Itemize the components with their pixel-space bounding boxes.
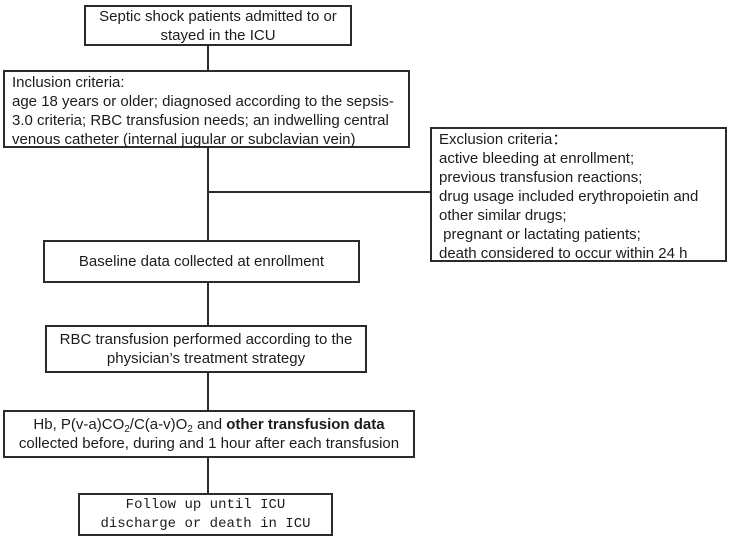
flow-node-text: previous transfusion reactions; [439,169,643,186]
flow-node-text: venous catheter (internal jugular or sub… [12,131,356,148]
connector-hb-to-followup [207,457,209,494]
flow-node-text: stayed in the ICU [160,26,276,44]
flow-node-text: collected before, during and 1 hour afte… [18,435,400,452]
flow-node-text-formula-line: Hb, P(v-a)CO2/C(a-v)O2 and other transfu… [33,415,385,435]
flow-node-text: 3.0 criteria; RBC transfusion needs; an … [12,112,389,129]
connector-inclusion-to-baseline [207,147,209,240]
flow-node-text: Exclusion criteria： [439,131,568,148]
formula-subscript: 2 [187,424,193,435]
flow-node-text: physician’s treatment strategy [106,350,306,367]
flow-node-text: death considered to occur within 24 h [439,245,688,262]
flow-node-text: Inclusion criteria: [12,74,125,91]
formula-segment: /C(a-v)O [129,416,188,433]
connector-baseline-to-rbc [207,282,209,326]
connector-rbc-to-hb [207,372,209,411]
flow-node-text: RBC transfusion performed according to t… [59,331,353,348]
formula-subscript: 2 [124,424,130,435]
connector-top-to-inclusion [207,45,209,71]
flow-node-text: Follow up until ICU [125,496,286,513]
flow-node-text: drug usage included erythropoietin and [439,188,699,205]
flow-node-transfusion-data-collection: Hb, P(v-a)CO2/C(a-v)O2 and other transfu… [3,410,415,458]
flow-node-baseline-data: Baseline data collected at enrollment [43,240,360,283]
flow-node-septic-shock-patients: Septic shock patients admitted to or sta… [84,5,352,46]
flow-node-text: pregnant or lactating patients; [439,226,641,243]
formula-segment: and [192,416,227,433]
flow-node-text: active bleeding at enrollment; [439,150,635,167]
formula-segment: Hb, P(v-a)CO [33,416,125,433]
flow-node-text: age 18 years or older; diagnosed accordi… [12,93,394,110]
connector-branch-to-exclusion [207,191,430,193]
flow-node-exclusion-criteria: Exclusion criteria： active bleeding at e… [430,127,727,262]
flow-node-rbc-transfusion: RBC transfusion performed according to t… [45,325,367,373]
flow-node-text: other similar drugs; [439,207,567,224]
bold-text-segment: other transfusion data [226,416,385,433]
flow-node-text: Baseline data collected at enrollment [78,253,325,270]
flow-node-followup: Follow up until ICU discharge or death i… [78,493,333,536]
flow-node-text: Septic shock patients admitted to or [99,7,337,25]
flow-node-inclusion-criteria: Inclusion criteria: age 18 years or olde… [3,70,410,148]
flow-node-text: discharge or death in ICU [100,515,311,532]
